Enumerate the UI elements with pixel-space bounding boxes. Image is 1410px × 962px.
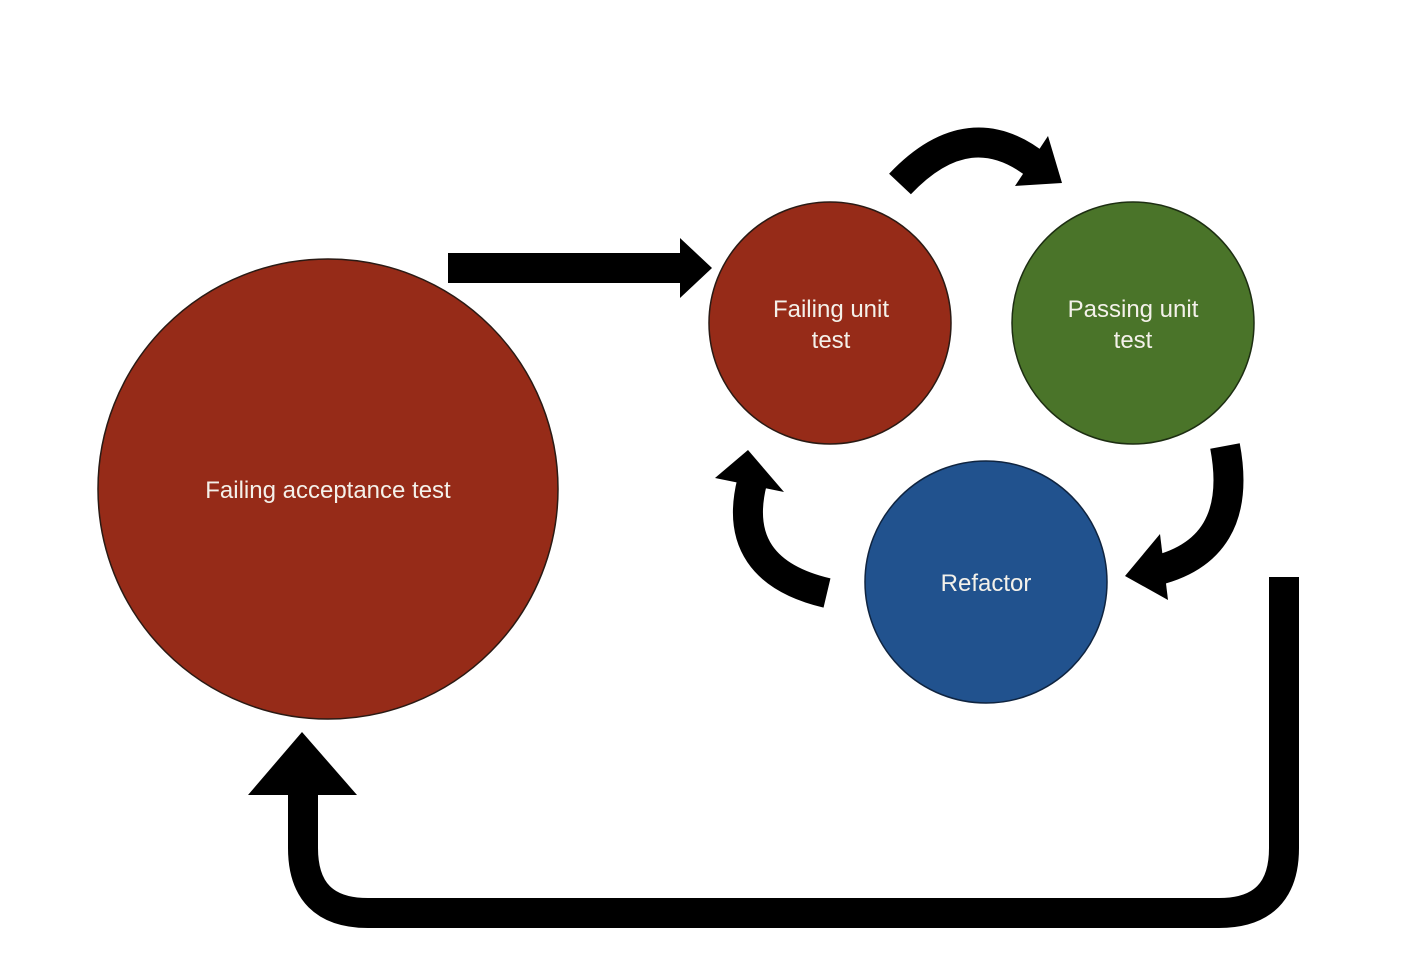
label-failing-acceptance-test: Failing acceptance test	[205, 477, 451, 504]
arrow-acceptance-to-failing-unit	[448, 238, 712, 298]
label-failing-unit-test-line2: test	[812, 327, 851, 354]
arrow-refactor-to-failing	[715, 450, 831, 608]
label-passing-unit-test-line2: test	[1114, 327, 1153, 354]
label-failing-unit-test-line1: Failing unit	[773, 296, 889, 323]
node-failing-unit-test	[708, 201, 952, 445]
node-failing-acceptance-test	[97, 258, 559, 720]
label-refactor: Refactor	[941, 570, 1032, 597]
node-passing-unit-test	[1011, 201, 1255, 445]
label-passing-unit-test-line1: Passing unit	[1068, 296, 1199, 323]
arrow-refactor-to-acceptance	[248, 577, 1299, 928]
arrow-failing-to-passing	[889, 127, 1062, 195]
arrow-passing-to-refactor	[1125, 443, 1244, 600]
node-refactor	[864, 460, 1108, 704]
